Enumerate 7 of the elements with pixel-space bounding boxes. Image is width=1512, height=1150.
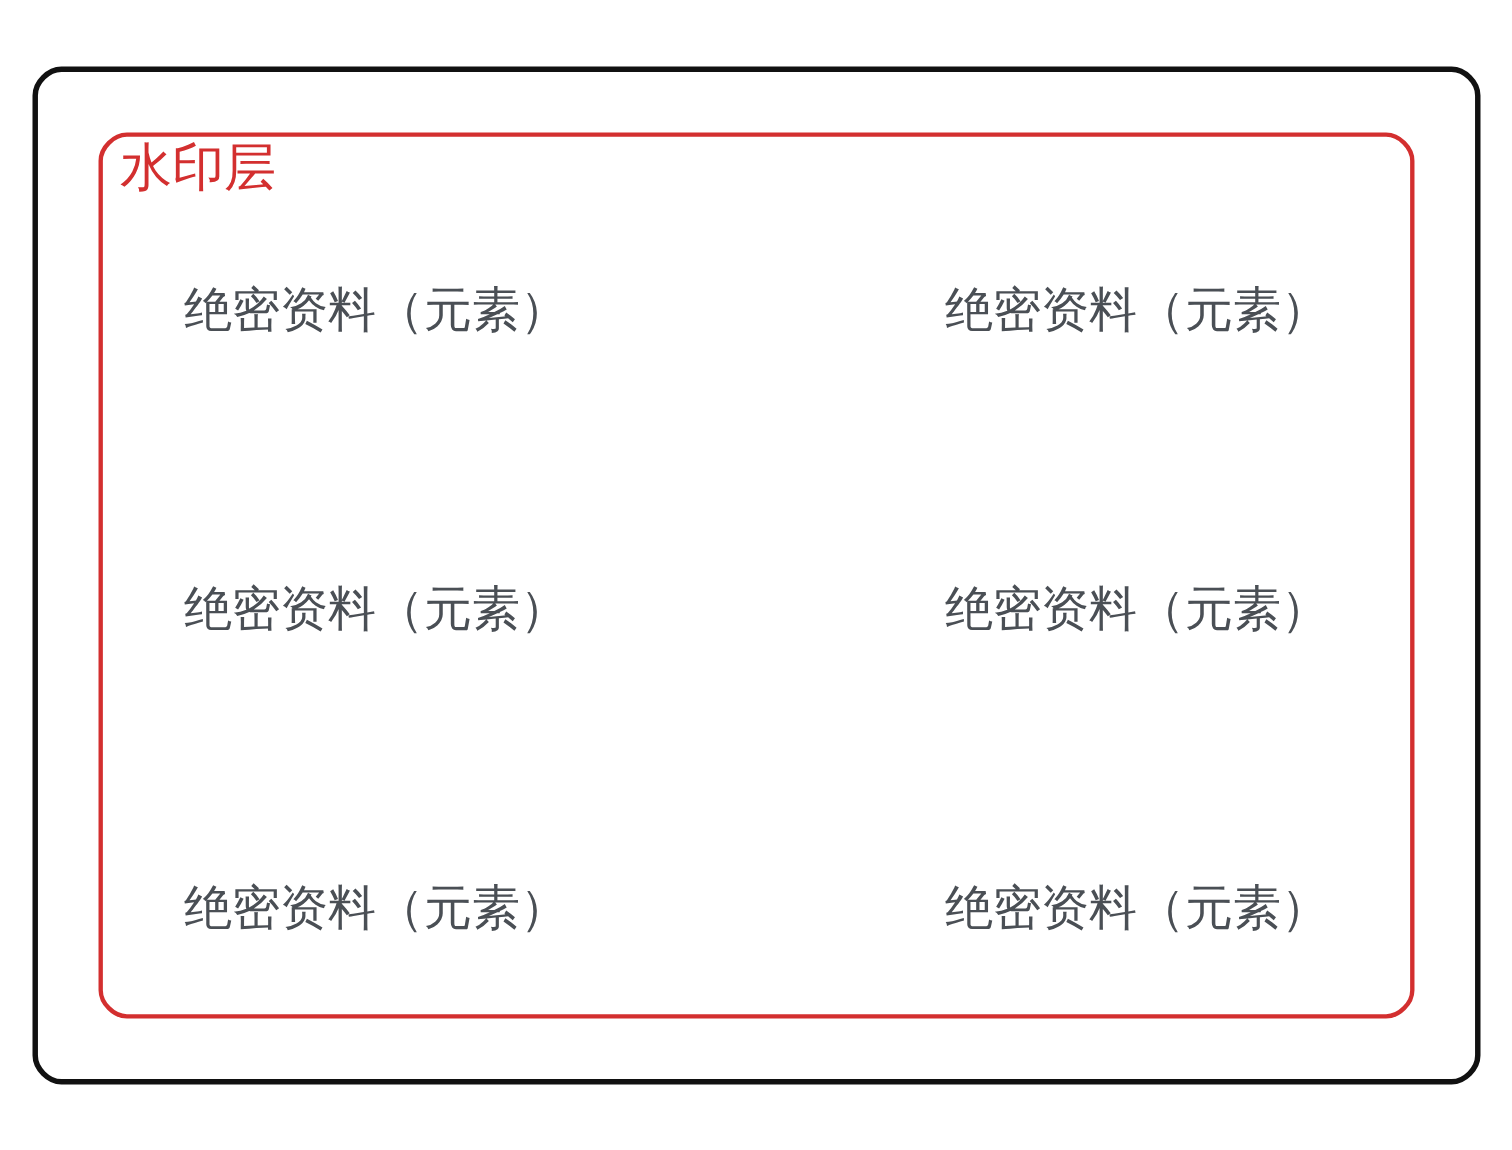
label: 绝密资料（元素）: [944, 878, 1329, 935]
label: 绝密资料（元素）: [944, 280, 1329, 337]
label: 绝密资料（元素）: [944, 579, 1329, 636]
cluster: [32, 65, 1480, 1085]
label: 绝密资料（元素）: [183, 579, 568, 636]
label: 绝密资料（元素）: [183, 280, 568, 337]
label: 绝密资料（元素）: [183, 878, 568, 935]
